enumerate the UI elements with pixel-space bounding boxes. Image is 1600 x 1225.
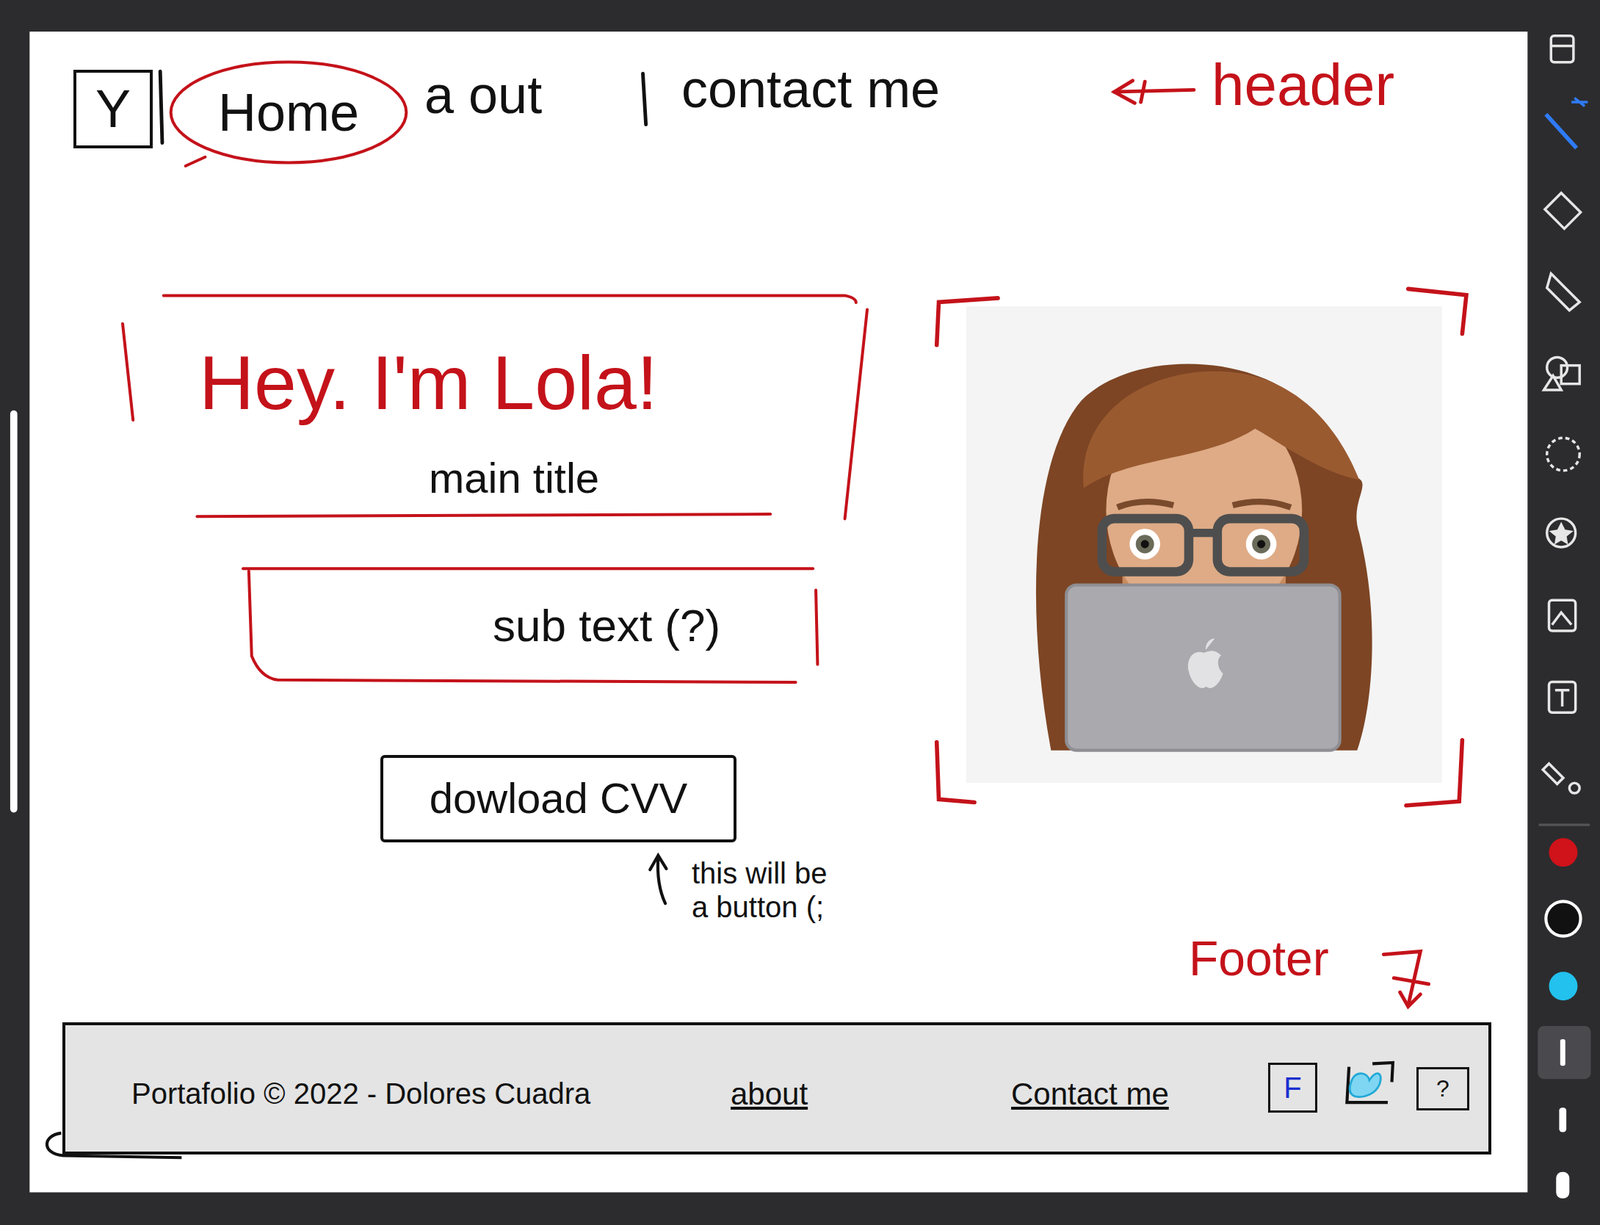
stroke-size-selected xyxy=(1537,1025,1591,1079)
sketch-outline xyxy=(243,566,813,570)
scroll-indicator xyxy=(10,410,18,813)
header-pointer-arrow xyxy=(1114,80,1194,104)
social-icon xyxy=(1346,1062,1393,1103)
stroke-size xyxy=(1560,1039,1566,1066)
annotation-label: contact me xyxy=(681,58,940,120)
footer-pointer-arrow xyxy=(1383,950,1429,1006)
image-frame-brackets xyxy=(936,288,1467,805)
node-text: F xyxy=(1283,1070,1302,1105)
node-text: ? xyxy=(1436,1074,1450,1103)
ellipse-outline xyxy=(171,62,407,164)
node-text: Home xyxy=(218,82,360,144)
stroke-size xyxy=(1555,1171,1570,1199)
node-text: main title xyxy=(428,453,600,503)
button-box: dowload CVV xyxy=(380,754,737,843)
nav-separators xyxy=(160,71,646,143)
toolbar-icons xyxy=(1539,35,1590,825)
help-icon-box: ? xyxy=(1416,1066,1470,1111)
title-box: Hey. I'm Lola! main title xyxy=(122,290,868,526)
sketch-outline xyxy=(845,309,868,520)
color-swatch xyxy=(1549,971,1578,1001)
footer-fill xyxy=(62,1022,1492,1155)
node-text: Contact me xyxy=(1011,1076,1169,1112)
nav-home-ellipse: Home xyxy=(165,56,412,169)
annotation-label: this will be a button (; xyxy=(691,856,839,924)
sketch-outline xyxy=(185,157,206,166)
avatar-illustration xyxy=(966,306,1443,783)
sketch-outline xyxy=(163,295,857,303)
annotation-label: a out xyxy=(424,64,542,126)
node-text: Hey. I'm Lola! xyxy=(198,339,658,428)
sketch-outline xyxy=(122,323,133,421)
annotation-label: header xyxy=(1211,51,1395,119)
logo-box: Y xyxy=(73,69,153,149)
node-text: Portafolio © 2022 - Dolores Cuadra xyxy=(131,1076,591,1111)
annotation-label: Footer xyxy=(1188,931,1330,987)
button-note-arrow xyxy=(649,855,666,904)
color-swatch xyxy=(1549,837,1578,867)
sketch-outline xyxy=(196,513,771,517)
sketch-outline xyxy=(248,571,796,683)
sketch-outline xyxy=(815,590,818,665)
color-swatch xyxy=(1545,900,1581,936)
footer-band: Portafolio © 2022 - Dolores Cuadra about C… xyxy=(62,1022,1492,1155)
social-icon-box: F xyxy=(1268,1062,1318,1113)
node-text: Y xyxy=(95,78,131,140)
node-text: dowload CVV xyxy=(429,773,688,824)
node-text: sub text (?) xyxy=(492,599,721,652)
stroke-size xyxy=(1558,1107,1567,1132)
node-text: about xyxy=(730,1076,808,1112)
subtext-box: sub text (?) xyxy=(243,566,819,686)
